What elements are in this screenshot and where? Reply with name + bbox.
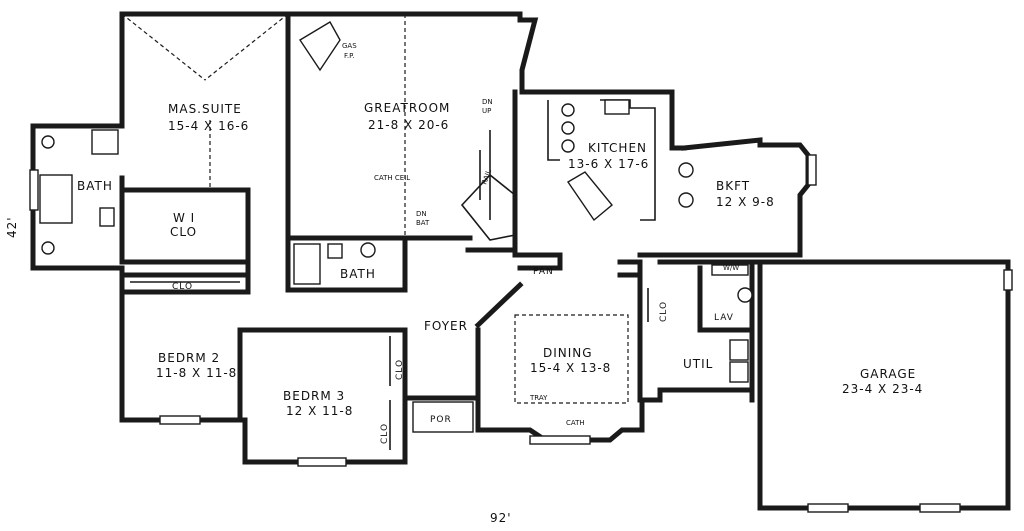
kitchen-size: 13-6 X 17-6 [568, 157, 649, 171]
bat-label: BAT [416, 219, 430, 227]
bkft-size: 12 X 9-8 [716, 195, 775, 209]
rail-label: RAIL [480, 168, 493, 185]
fixtures [29, 13, 1013, 513]
toilet [327, 243, 343, 259]
mas-suite-size: 15-4 X 16-6 [168, 119, 249, 133]
greatroom-size: 21-8 X 20-6 [368, 118, 449, 132]
toilet [99, 207, 115, 227]
greatroom-name: GREATROOM [364, 101, 450, 115]
garage-name: GARAGE [860, 367, 916, 381]
table-chair [678, 162, 694, 178]
window [159, 415, 201, 425]
bedrm3-name: BEDRM 3 [283, 389, 345, 403]
shower [91, 129, 119, 155]
bedrm3-closet-b: CLO [380, 423, 390, 444]
dimensions: 92' 42' [5, 216, 512, 525]
stair [460, 173, 516, 241]
up-label-top: UP [482, 107, 491, 115]
window [807, 154, 817, 186]
fp-label: F.P. [344, 52, 354, 60]
lav-name: LAV [714, 313, 734, 323]
sink [41, 135, 55, 149]
kitchen-island [566, 171, 613, 222]
sink [604, 99, 630, 115]
dining-name: DINING [543, 346, 593, 360]
kitchen-name: KITCHEN [588, 141, 647, 155]
tray-label: TRAY [529, 394, 548, 402]
interior-walls [119, 11, 803, 403]
bathtub [293, 243, 321, 285]
foyer-name: FOYER [424, 319, 468, 333]
room-labels: MAS.SUITE 15-4 X 16-6 GREATROOM 21-8 X 2… [77, 101, 923, 444]
bathtub [39, 174, 73, 224]
cath-label: CATH [566, 419, 585, 427]
ww-label: W/W [723, 264, 739, 272]
garage-size: 23-4 X 23-4 [842, 382, 923, 396]
porch-name: POR [430, 415, 452, 425]
dining-closet-name: CLO [659, 301, 669, 322]
dn-label-bottom: DN [416, 210, 427, 218]
hall-closet-name: CLO [172, 282, 193, 292]
bedrm3-size: 12 X 11-8 [286, 404, 353, 418]
table-chair [678, 192, 694, 208]
master-bath-name: BATH [77, 179, 113, 193]
window [529, 435, 591, 445]
gas-label: GAS [342, 42, 357, 50]
util-name: UTIL [683, 357, 713, 371]
wic-name: W I [173, 211, 195, 225]
lav-sink [737, 287, 753, 303]
overall-width: 92' [490, 511, 512, 525]
hall-bath-name: BATH [340, 267, 376, 281]
dining-size: 15-4 X 13-8 [530, 361, 611, 375]
cath-ceil-label: CATH CEIL [374, 174, 410, 182]
overall-depth: 42' [5, 216, 19, 238]
tray-ceiling [514, 314, 629, 404]
fireplace [299, 21, 341, 72]
porch [412, 401, 474, 433]
bedrm3-closet-a: CLO [395, 359, 405, 380]
bedrm2-name: BEDRM 2 [158, 351, 220, 365]
window [29, 169, 39, 211]
window [919, 503, 961, 513]
window [807, 503, 849, 513]
dn-label-top: DN [482, 98, 493, 106]
window [1003, 269, 1013, 291]
pantry-name: PAN [533, 267, 554, 277]
stool [561, 121, 575, 135]
water-heater [711, 264, 749, 276]
window [297, 457, 347, 467]
stool [561, 139, 575, 153]
sink [41, 241, 55, 255]
bedrm2-size: 11-8 X 11-8 [156, 366, 237, 380]
dryer [729, 361, 749, 383]
wic-sub: CLO [170, 225, 197, 239]
stool [561, 103, 575, 117]
mas-suite-name: MAS.SUITE [168, 102, 242, 116]
washer [729, 339, 749, 361]
sink [360, 242, 376, 258]
bkft-name: BKFT [716, 179, 750, 193]
